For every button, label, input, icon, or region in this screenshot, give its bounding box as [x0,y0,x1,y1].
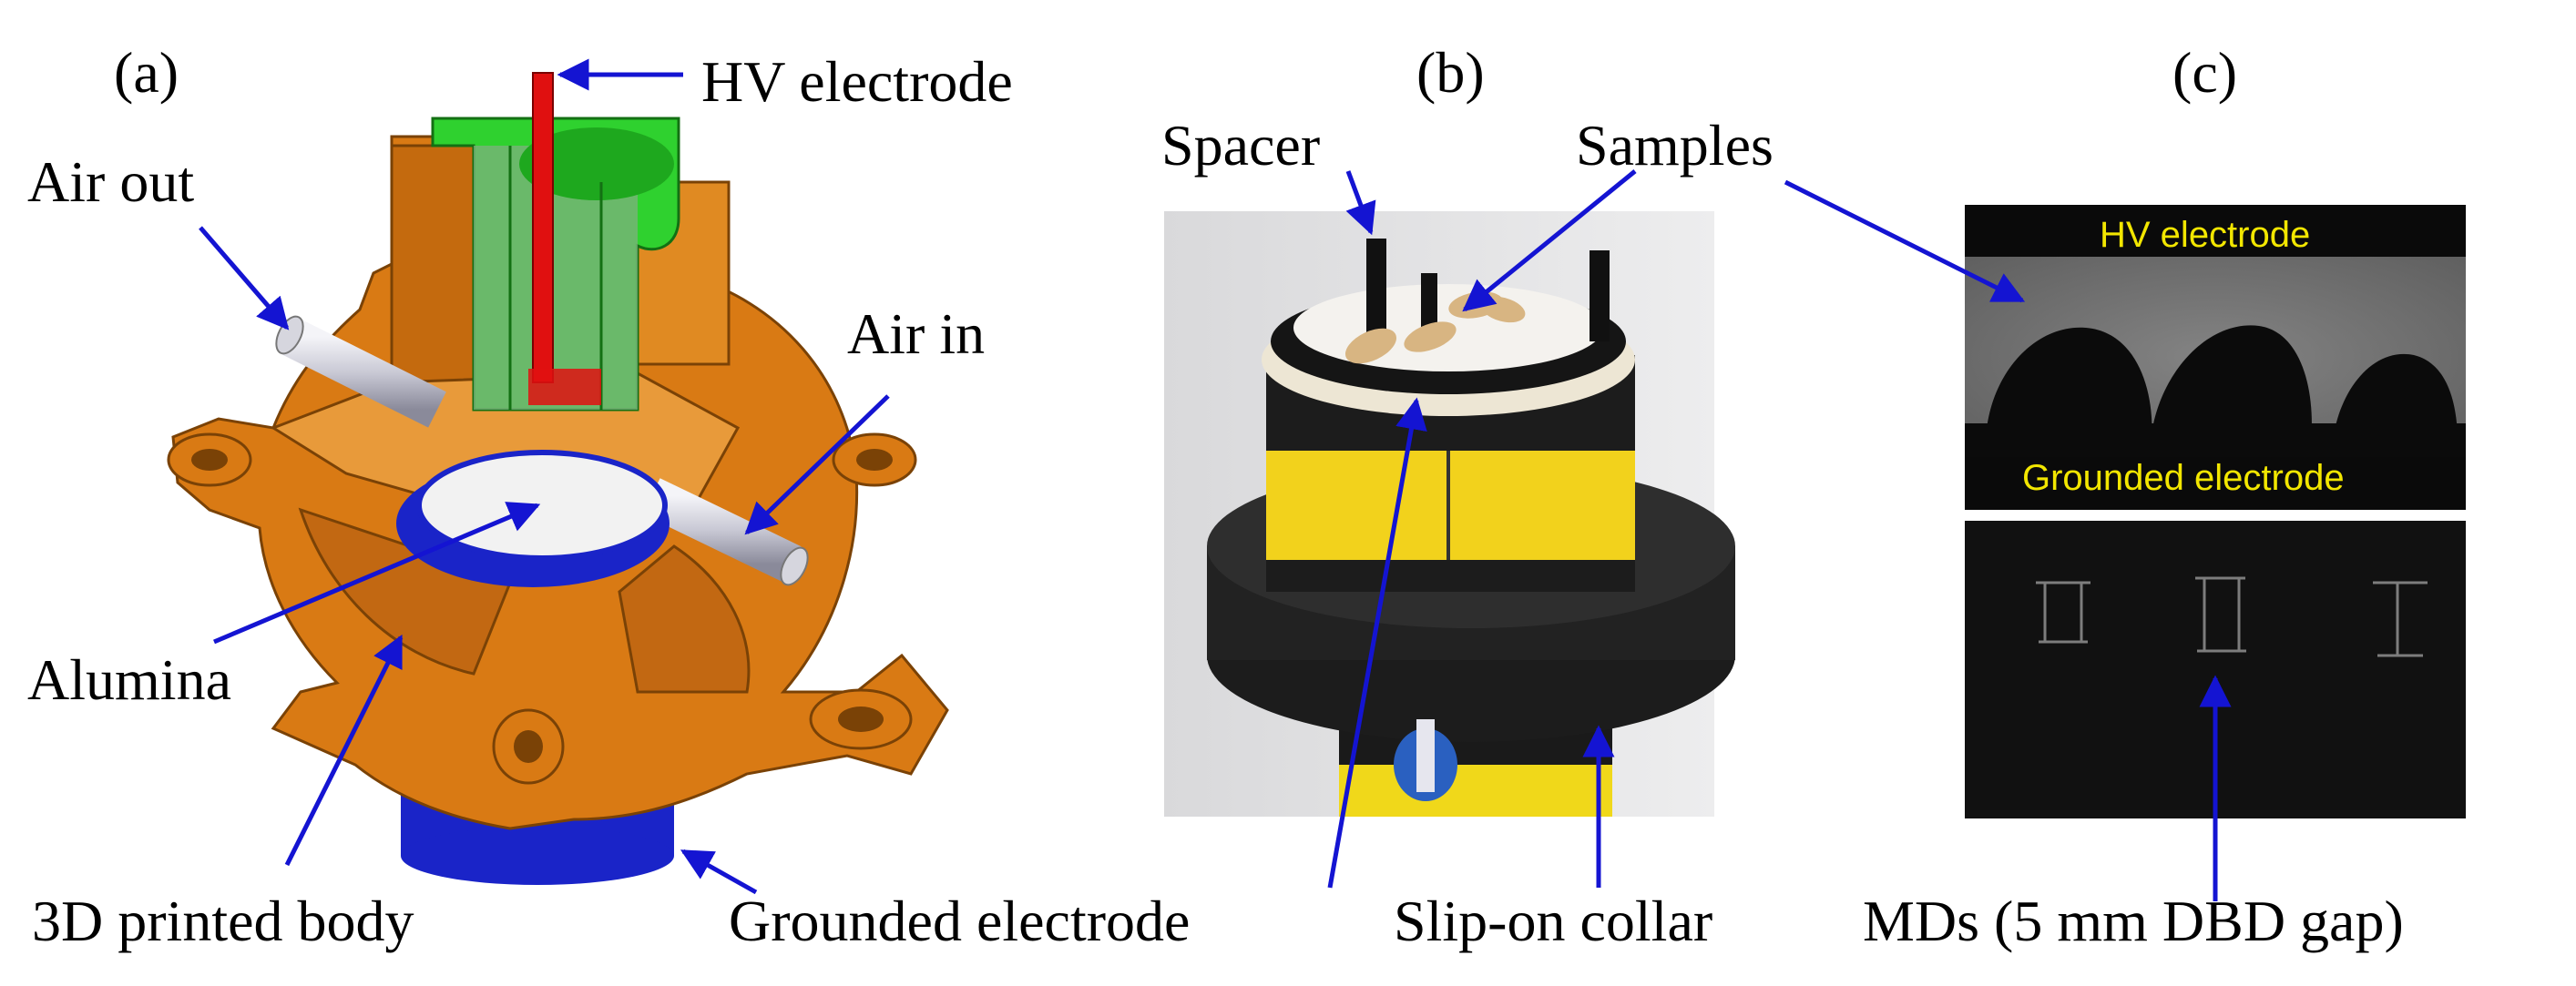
panel-letter-b: (b) [1416,40,1485,105]
arrow-body [284,634,404,867]
arrow-air-in [744,394,890,535]
label-samples: Samples [1576,113,1774,178]
hv-rod [528,72,601,405]
arrow-image-link [1784,179,2026,303]
hv-holder [431,117,680,412]
label-slip-on-collar: Slip-on collar [1394,889,1713,953]
label-mds-caption: MDs (5 mm DBD gap) [1863,889,2404,953]
panel-letter-c: (c) [2172,40,2238,105]
label-spacer: Spacer [1161,113,1321,178]
annotation-arrows [199,58,2232,901]
sample-holder-photo [1164,211,1735,817]
image-label-grounded-electrode: Grounded electrode [2022,458,2345,498]
image-label-hv-electrode: HV electrode [2100,215,2311,255]
label-printed-body: 3D printed body [32,889,414,953]
panel-letter-a: (a) [114,40,179,105]
label-hv-electrode: HV electrode [701,49,1013,114]
arrow-grounded-electrode-a [680,849,758,895]
discharge-images [1965,205,2466,818]
label-air-out: Air out [27,149,195,214]
arrow-alumina [213,502,541,645]
cad-model [167,72,949,885]
arrow-air-out [199,226,290,330]
label-grounded-electrode: Grounded electrode [729,889,1191,953]
label-alumina: Alumina [27,647,231,712]
arrow-grounded-electrode-b [1327,397,1427,889]
arrow-samples [1462,169,1637,312]
label-air-in: Air in [847,301,986,366]
arrow-spacer [1345,170,1376,236]
microdischarge-traces [2036,576,2428,657]
